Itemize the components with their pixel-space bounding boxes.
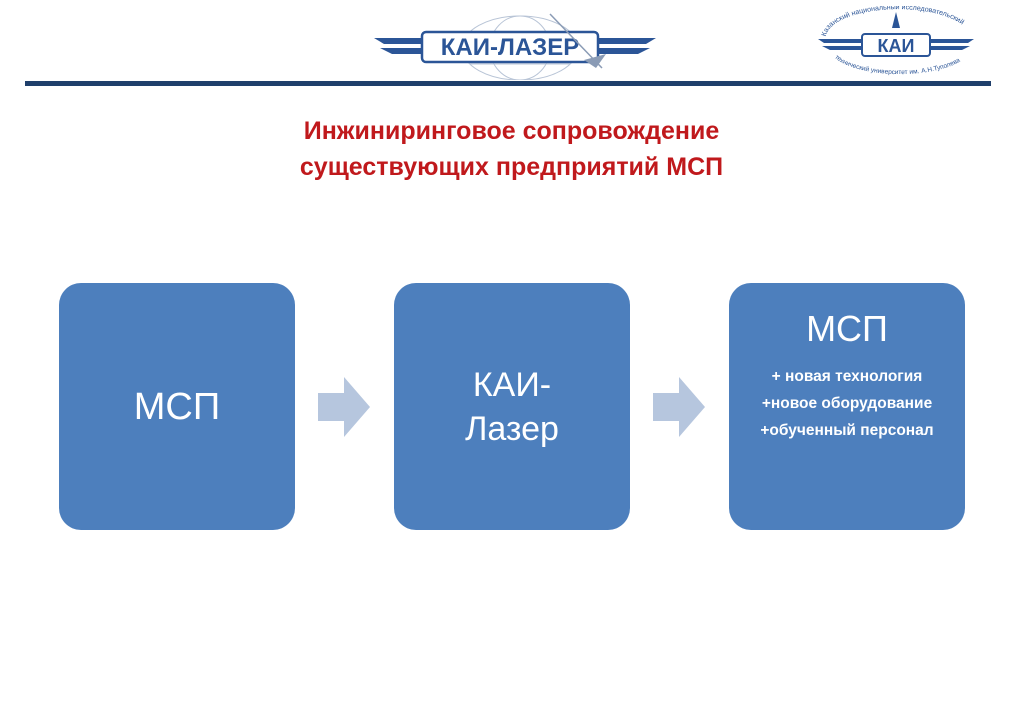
kai-laser-logo: КАИ-ЛАЗЕР <box>370 10 660 81</box>
flow-box-kai-laser-line-1: КАИ- <box>472 365 552 404</box>
result-item-personnel: +обученный персонал <box>760 422 934 439</box>
kai-university-logo: Казанский национальный исследовательский… <box>812 3 980 78</box>
kai-arc-top-text: Казанский национальный исследовательский <box>821 3 966 37</box>
flow-arrow-icon <box>318 377 370 437</box>
kai-arc-bottom-text: технический университет им. А.Н.Туполева <box>833 54 961 76</box>
flow-box-msp-result: МСП + новая технология +новое оборудован… <box>729 283 965 530</box>
svg-text:технический университет им. А.: технический университет им. А.Н.Туполева <box>833 54 961 76</box>
result-item-equipment: +новое оборудование <box>761 395 933 412</box>
kai-laser-logo-text: КАИ-ЛАЗЕР <box>441 34 579 61</box>
flow-box-msp: МСП <box>59 283 295 530</box>
page-title: Инжиниринговое сопровождение существующи… <box>0 113 1023 185</box>
kai-logo-text: КАИ <box>878 36 915 56</box>
flow-box-kai-laser: КАИ- Лазер <box>394 283 630 530</box>
result-item-technology: + новая технология <box>771 368 923 385</box>
page-title-line-2: существующих предприятий МСП <box>299 153 724 181</box>
header-divider <box>25 81 991 86</box>
flow-box-kai-laser-line-2: Лазер <box>465 409 559 448</box>
page-title-line-1: Инжиниринговое сопровождение <box>303 117 720 145</box>
flow-box-result-title: МСП <box>806 308 888 349</box>
svg-text:Казанский национальный исследо: Казанский национальный исследовательский <box>821 6 966 37</box>
flow-arrow-icon <box>653 377 705 437</box>
flow-box-msp-label: МСП <box>133 385 221 428</box>
